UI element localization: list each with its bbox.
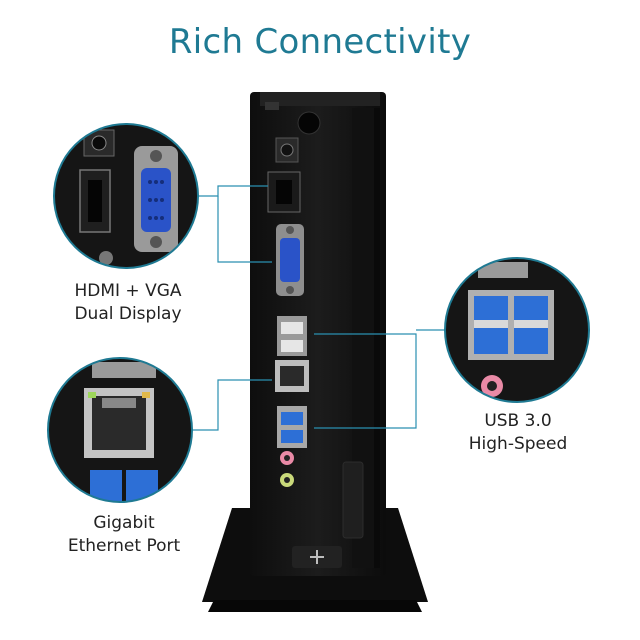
label-usb-line1: USB 3.0 bbox=[484, 411, 552, 431]
label-ethernet: Gigabit Ethernet Port bbox=[44, 512, 204, 558]
label-hdmi-vga-line2: Dual Display bbox=[74, 304, 182, 324]
hdmi-port-icon bbox=[267, 171, 301, 213]
label-hdmi-vga: HDMI + VGA Dual Display bbox=[48, 280, 208, 326]
page-title: Rich Connectivity bbox=[168, 22, 472, 62]
label-ethernet-line2: Ethernet Port bbox=[67, 536, 181, 556]
callout-hdmi-vga bbox=[53, 123, 199, 269]
label-usb-line2: High-Speed bbox=[468, 434, 568, 454]
mini-pc-case bbox=[202, 92, 428, 612]
label-usb: USB 3.0 High-Speed bbox=[438, 410, 598, 456]
ethernet-port-icon bbox=[275, 360, 309, 392]
vga-port-icon bbox=[276, 224, 304, 296]
callout-usb bbox=[444, 257, 590, 403]
callout-ethernet bbox=[47, 357, 193, 503]
label-ethernet-line1: Gigabit bbox=[93, 513, 155, 533]
leader-lines bbox=[192, 185, 446, 431]
label-hdmi-vga-line1: HDMI + VGA bbox=[74, 281, 182, 301]
usb-port-icon bbox=[277, 406, 307, 448]
